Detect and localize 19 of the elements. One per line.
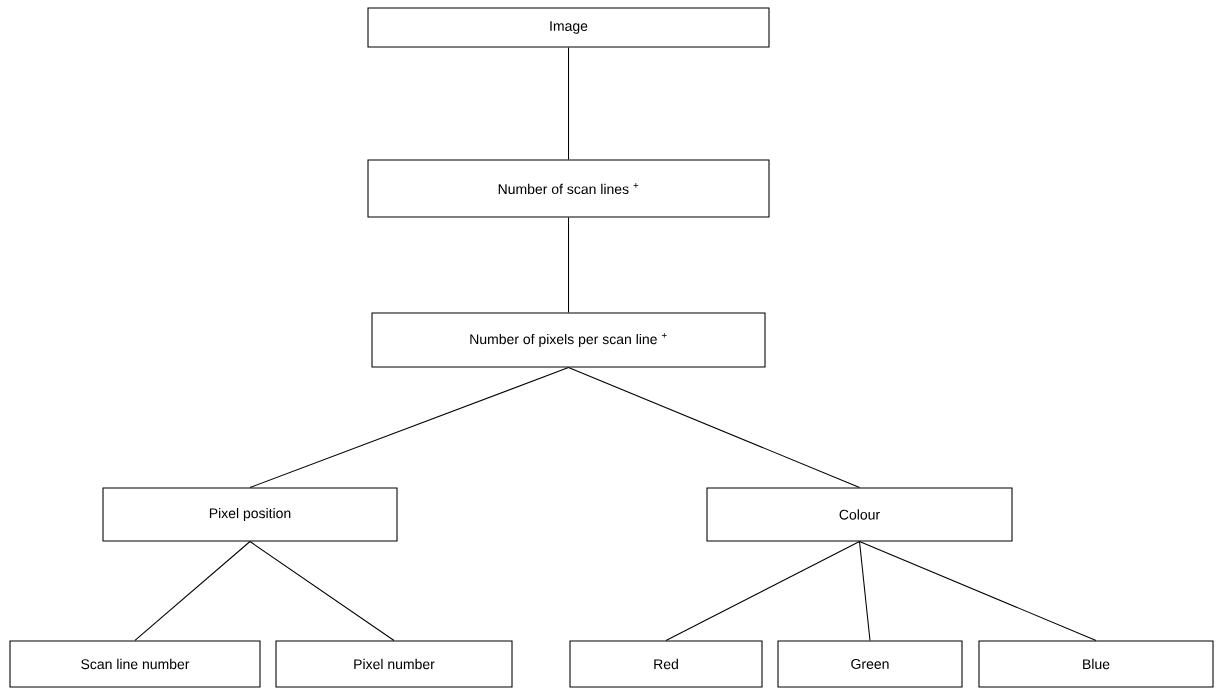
process-box: Image [367,7,770,48]
process-box: Pixel position [102,487,398,542]
process-box: Pixel number [275,640,513,688]
connector-line [134,541,251,641]
process-box: Colour [706,487,1013,542]
connector-line [858,541,1097,641]
connector-line [249,367,570,488]
process-box: Blue [978,640,1214,688]
connector-line [858,541,871,641]
connector-line [567,367,861,488]
connector-line [665,541,861,641]
process-box: Green [777,640,963,688]
process-box: Red [569,640,763,688]
connector-line [567,217,570,313]
process-box: Number of scan lines $^{+}$ [367,159,770,218]
connector-line [567,47,570,160]
process-box: Scan line number [9,640,261,688]
process-box: Number of pixels per scan line $^{+}$ [371,312,766,368]
connector-line [249,541,395,641]
